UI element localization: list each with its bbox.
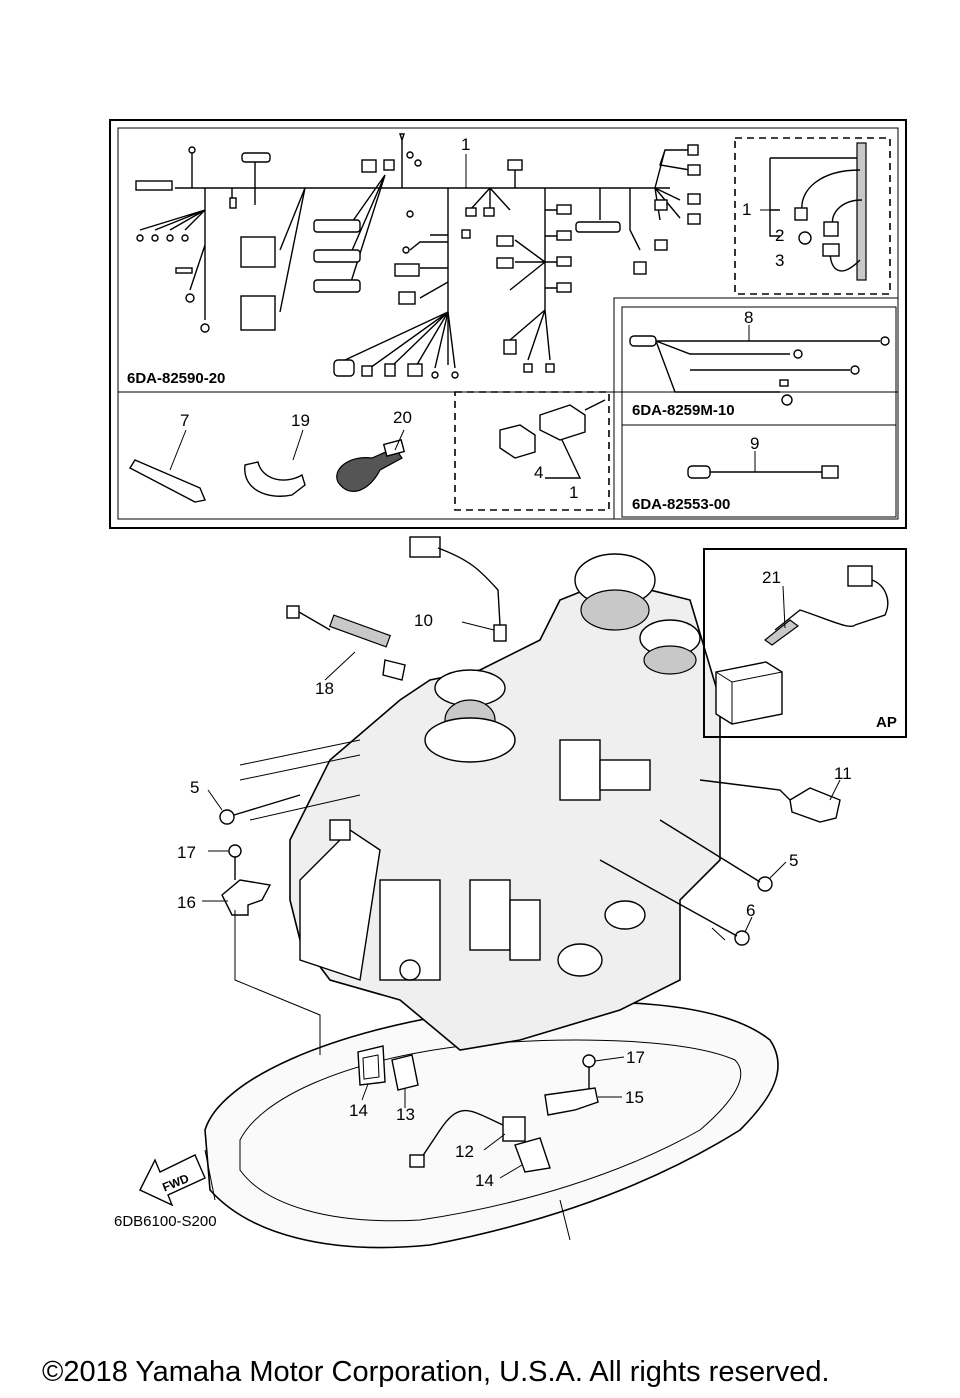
copyright: ©2018 Yamaha Motor Corporation, U.S.A. A… bbox=[42, 1356, 830, 1388]
callout-5-left: 5 bbox=[190, 778, 199, 797]
callout-4-relay: 4 bbox=[534, 463, 543, 482]
callout-14-lower: 14 bbox=[475, 1171, 494, 1190]
callout-13: 13 bbox=[396, 1105, 415, 1124]
callout-21: 21 bbox=[762, 568, 781, 587]
sub-harness-code: 6DA-8259M-10 bbox=[632, 402, 735, 419]
callout-5-right: 5 bbox=[789, 851, 798, 870]
engine-parts bbox=[139, 536, 841, 1207]
callout-11: 11 bbox=[834, 764, 852, 783]
ap-panel bbox=[703, 548, 907, 738]
callout-1-harness: 1 bbox=[461, 135, 470, 154]
sub-harness bbox=[629, 335, 890, 479]
callout-labels: 1 1 2 3 4 1 7 19 20 8 9 10 18 21 5 11 17… bbox=[177, 135, 852, 1190]
callout-1-inset: 1 bbox=[742, 200, 751, 219]
harness-inset bbox=[734, 137, 891, 295]
callout-2-inset: 2 bbox=[775, 226, 784, 245]
relay-inset bbox=[454, 391, 610, 511]
callout-7: 7 bbox=[180, 411, 189, 430]
ap-label: AP bbox=[876, 714, 897, 731]
callout-16: 16 bbox=[177, 893, 196, 912]
callout-18: 18 bbox=[315, 679, 334, 698]
wire-harness-drawing bbox=[135, 133, 701, 379]
callout-6: 6 bbox=[746, 901, 755, 920]
clips-row bbox=[129, 439, 406, 503]
callout-9: 9 bbox=[750, 434, 759, 453]
callout-19: 19 bbox=[291, 411, 310, 430]
callout-10: 10 bbox=[414, 611, 433, 630]
parts-panel bbox=[109, 119, 907, 529]
callout-12: 12 bbox=[455, 1142, 474, 1161]
callout-17-lower: 17 bbox=[626, 1048, 645, 1067]
callout-8: 8 bbox=[744, 308, 753, 327]
callout-15: 15 bbox=[625, 1088, 644, 1107]
code-labels: 6DA-82590-20 6DA-8259M-10 6DA-82553-00 A… bbox=[42, 370, 897, 1388]
engine-assembly bbox=[204, 553, 779, 1249]
drawing-reference: 6DB6100-S200 bbox=[114, 1213, 217, 1230]
callout-20: 20 bbox=[393, 408, 412, 427]
callout-14-left: 14 bbox=[349, 1101, 368, 1120]
callout-17-left: 17 bbox=[177, 843, 196, 862]
leader-lines bbox=[169, 154, 841, 1179]
callout-3-inset: 3 bbox=[775, 251, 784, 270]
callout-1-relay: 1 bbox=[569, 483, 578, 502]
lead-wire-code: 6DA-82553-00 bbox=[632, 496, 730, 513]
harness-kit-code: 6DA-82590-20 bbox=[127, 370, 225, 387]
